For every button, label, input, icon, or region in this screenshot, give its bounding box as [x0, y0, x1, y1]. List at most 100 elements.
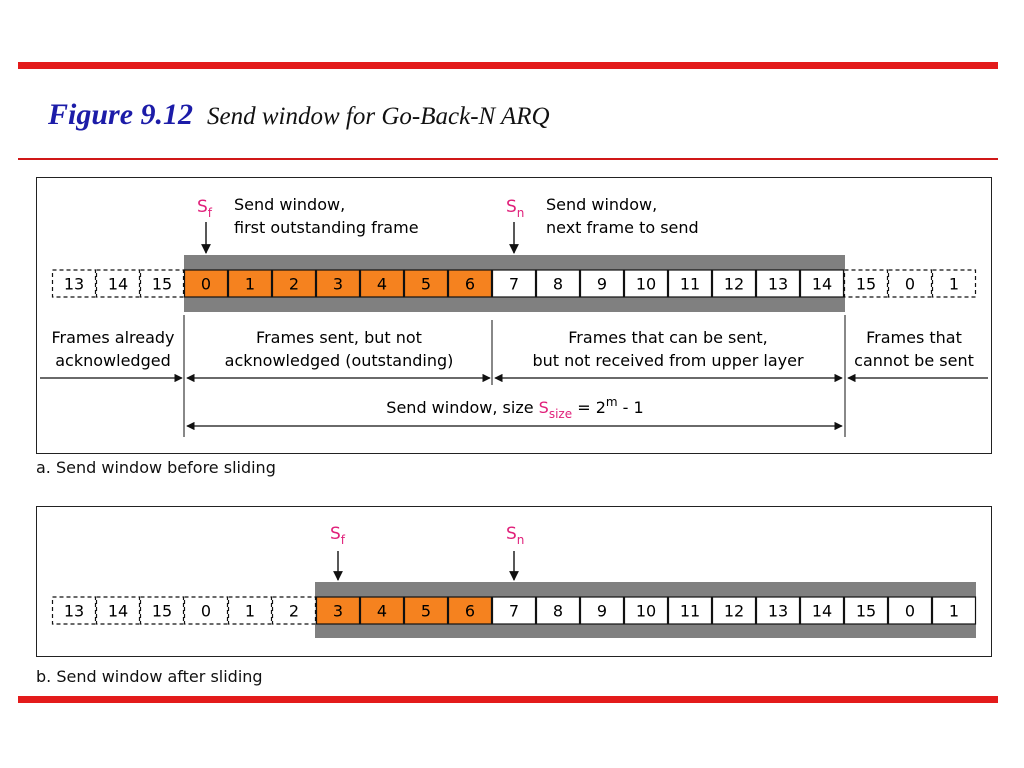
a-frame-number: 4 — [377, 275, 387, 294]
sf-desc-line1: Send window, — [234, 195, 345, 214]
a-frame-box — [579, 269, 625, 298]
b-frame-number: 8 — [553, 602, 563, 621]
b-frame-number: 9 — [597, 602, 607, 621]
b-frame-cell: 0 — [887, 596, 933, 625]
a-frame-number: 11 — [680, 275, 700, 294]
b-frame-box — [227, 596, 273, 625]
region-outstanding-line2: acknowledged (outstanding) — [225, 351, 454, 370]
b-frame-box — [887, 596, 933, 625]
a-frame-number: 1 — [949, 275, 959, 294]
window-size-label: Send window, size Ssize = 2m - 1 — [386, 395, 643, 421]
a-frame-number: 6 — [465, 275, 475, 294]
a-frame-cell: 14 — [95, 269, 141, 298]
b-frame-box — [491, 596, 537, 625]
b-frame-box — [799, 596, 845, 625]
a-frame-box — [271, 269, 317, 298]
a-frame-box — [359, 269, 405, 298]
a-frame-cell: 14 — [799, 269, 845, 298]
b-frame-cell: 3 — [315, 596, 361, 625]
a-frame-box — [315, 269, 361, 298]
a-frame-number: 14 — [108, 275, 128, 294]
b-frame-box — [359, 596, 405, 625]
a-frame-number: 0 — [201, 275, 211, 294]
a-frame-cell: 7 — [491, 269, 537, 298]
b-frame-number: 5 — [421, 602, 431, 621]
sf-pointer-label-b: Sf — [330, 524, 346, 547]
a-frame-number: 5 — [421, 275, 431, 294]
b-frame-box — [95, 596, 141, 625]
a-frame-box — [843, 269, 889, 298]
a-frame-cell: 1 — [931, 269, 977, 298]
a-frame-number: 15 — [152, 275, 172, 294]
region-cannot-line2: cannot be sent — [854, 351, 974, 370]
region-acked-line2: acknowledged — [55, 351, 170, 370]
a-frame-cell: 11 — [667, 269, 713, 298]
a-frame-box — [755, 269, 801, 298]
top-red-rule — [18, 62, 998, 69]
b-frame-number: 11 — [680, 602, 700, 621]
b-frame-cell: 1 — [227, 596, 273, 625]
panel-b-caption: b. Send window after sliding — [36, 667, 263, 686]
figure-caption: Send window for Go-Back-N ARQ — [207, 103, 550, 130]
a-frame-box — [227, 269, 273, 298]
b-frame-cell: 7 — [491, 596, 537, 625]
sf-pointer-label-a: Sf — [197, 197, 213, 220]
a-frame-cell: 4 — [359, 269, 405, 298]
a-frame-number: 1 — [245, 275, 255, 294]
region-acked-line1: Frames already — [51, 328, 174, 347]
a-frame-box — [711, 269, 757, 298]
a-frame-cell: 13 — [755, 269, 801, 298]
region-sendable-line1: Frames that can be sent, — [568, 328, 767, 347]
b-frame-cell: 13 — [51, 596, 97, 625]
a-frame-box — [535, 269, 581, 298]
a-frame-cell: 12 — [711, 269, 757, 298]
b-frame-number: 15 — [152, 602, 172, 621]
b-frame-box — [315, 596, 361, 625]
b-frame-cell: 1 — [931, 596, 977, 625]
b-frame-cell: 2 — [271, 596, 317, 625]
b-frame-number: 13 — [768, 602, 788, 621]
b-frame-box — [183, 596, 229, 625]
a-frame-cell: 2 — [271, 269, 317, 298]
b-frame-number: 14 — [108, 602, 128, 621]
b-frame-number: 13 — [64, 602, 84, 621]
a-frame-cell: 9 — [579, 269, 625, 298]
b-frame-number: 14 — [812, 602, 832, 621]
sn-desc-line2: next frame to send — [546, 218, 699, 237]
b-frame-cell: 12 — [711, 596, 757, 625]
b-frame-box — [51, 596, 97, 625]
b-frame-number: 1 — [949, 602, 959, 621]
a-frame-box — [887, 269, 933, 298]
region-outstanding-line1: Frames sent, but not — [256, 328, 422, 347]
panel-a-caption: a. Send window before sliding — [36, 458, 276, 477]
a-frame-number: 8 — [553, 275, 563, 294]
a-frame-box — [447, 269, 493, 298]
a-frame-box — [799, 269, 845, 298]
a-frame-cell: 10 — [623, 269, 669, 298]
a-frame-box — [51, 269, 97, 298]
title-underline-rule — [18, 158, 998, 160]
b-frame-cell: 4 — [359, 596, 405, 625]
bottom-red-rule — [18, 696, 998, 703]
b-frame-cell: 10 — [623, 596, 669, 625]
a-frame-number: 9 — [597, 275, 607, 294]
a-frame-cell: 15 — [843, 269, 889, 298]
b-frame-box — [843, 596, 889, 625]
sn-pointer-label-a: Sn — [506, 197, 524, 220]
b-frame-number: 7 — [509, 602, 519, 621]
b-frame-number: 1 — [245, 602, 255, 621]
a-frame-number: 15 — [856, 275, 876, 294]
a-frame-cell: 5 — [403, 269, 449, 298]
a-frame-cell: 3 — [315, 269, 361, 298]
b-frame-cell: 6 — [447, 596, 493, 625]
a-frame-number: 12 — [724, 275, 744, 294]
a-frame-number: 0 — [905, 275, 915, 294]
panel-a-frame — [36, 177, 992, 454]
b-frame-box — [711, 596, 757, 625]
b-frame-number: 0 — [905, 602, 915, 621]
a-frame-box — [667, 269, 713, 298]
